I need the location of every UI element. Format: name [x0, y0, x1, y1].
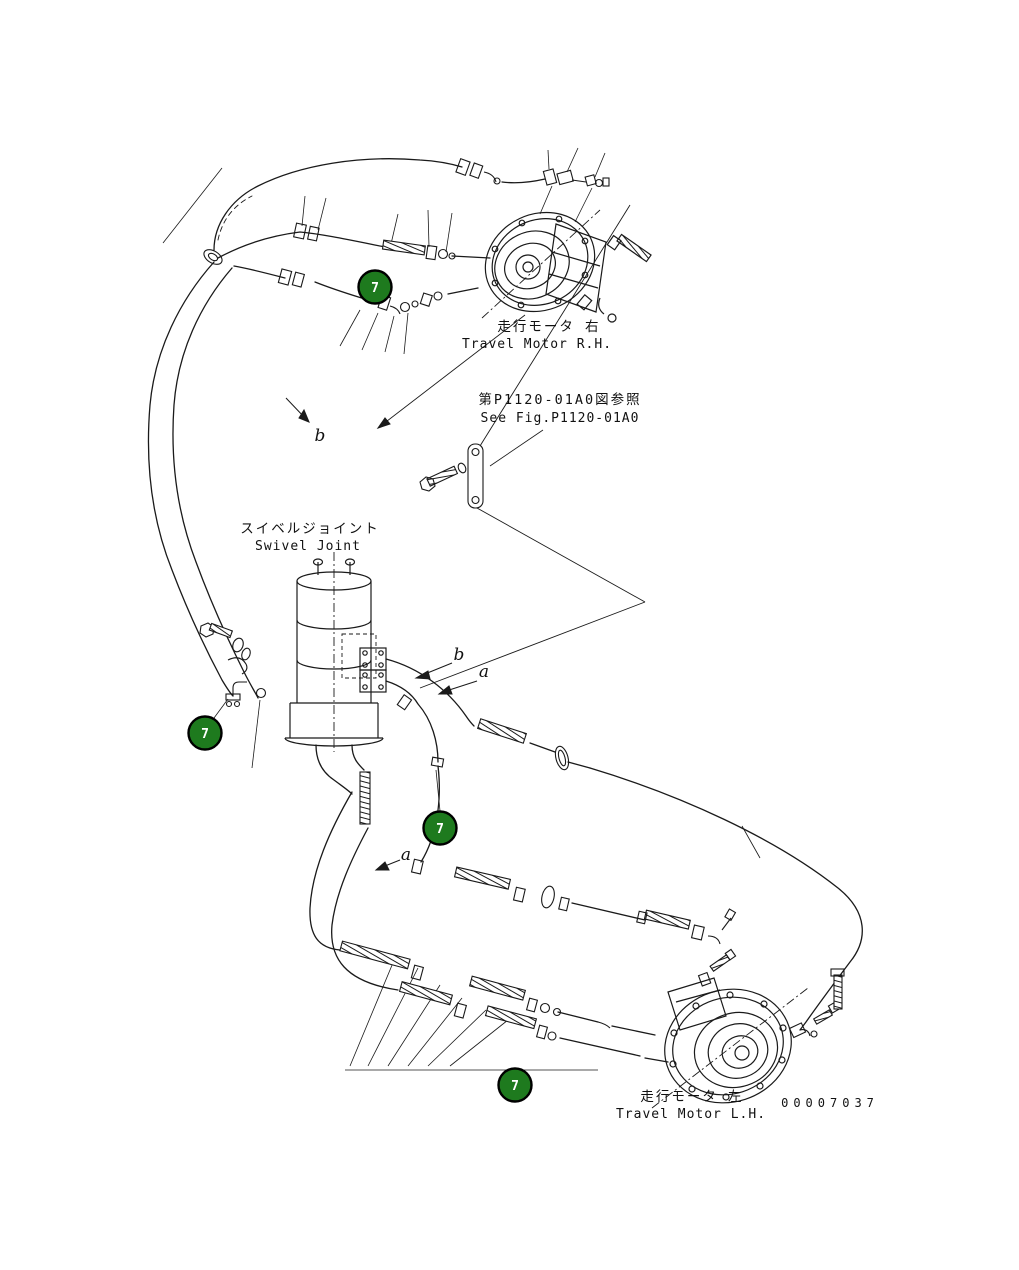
- bolt-head: [419, 476, 436, 492]
- labels: 走行モータ 右 Travel Motor R.H. 第P1120-01A0図参照…: [240, 319, 879, 1122]
- label-travel-motor-rh-en: Travel Motor R.H.: [462, 337, 612, 352]
- label-swivel-joint-jp: スイベルジョイント: [240, 521, 380, 537]
- fittings-and-tubes: [199, 158, 845, 1041]
- hose-top-2: [217, 231, 386, 259]
- label-swivel-joint-en: Swivel Joint: [255, 539, 361, 554]
- flow-marker-a-bottom: a: [401, 845, 411, 865]
- drawing-number: 00007037: [781, 1096, 879, 1110]
- hose-swivel-to-curve: [385, 658, 475, 727]
- label-travel-motor-rh-jp: 走行モータ 右: [497, 319, 600, 335]
- callout-2[interactable]: 7: [187, 715, 223, 751]
- callout-1-number: 7: [371, 281, 379, 296]
- callout-1[interactable]: 7: [357, 269, 393, 305]
- label-travel-motor-lh-en: Travel Motor L.H.: [616, 1107, 766, 1122]
- hose-bottom-curve-b: [331, 827, 399, 991]
- callout-4[interactable]: 7: [497, 1067, 533, 1103]
- travel-motor-rh: [484, 211, 652, 323]
- hose-swivel-elbow: [385, 680, 439, 763]
- hose-left-inner: [172, 267, 259, 699]
- hose-big-right-curve: [589, 767, 863, 1031]
- flow-marker-a-mid: a: [479, 662, 489, 682]
- label-see-fig-jp: 第P1120-01A0図参照: [478, 391, 641, 408]
- elbow-fitting: [232, 681, 247, 696]
- flow-marker-b-mid: b: [454, 645, 465, 665]
- callout-3[interactable]: 7: [422, 810, 458, 846]
- flow-marker-b-top: b: [315, 426, 326, 446]
- hydraulic-hoses: [147, 158, 863, 1063]
- flow-arrows: [285, 397, 478, 871]
- travel-motor-lh: [664, 977, 792, 1104]
- strap-plate: [467, 443, 484, 509]
- bolt-head: [199, 622, 215, 638]
- callout-4-number: 7: [511, 1079, 519, 1094]
- hose-top-1-dashed: [217, 195, 253, 241]
- hose-left-outer: [147, 261, 234, 697]
- hose-bottom-curve-a: [309, 791, 353, 951]
- callout-2-number: 7: [201, 727, 209, 742]
- hose-top-1: [213, 158, 463, 251]
- callout-3-number: 7: [436, 822, 444, 837]
- label-see-fig-en: See Fig.P1120-01A0: [481, 411, 640, 426]
- swivel-joint: [284, 558, 387, 747]
- callouts: 7 7 7 7: [187, 269, 533, 1103]
- leader-lines: [162, 147, 761, 1071]
- label-travel-motor-lh-jp: 走行モータ 左: [640, 1089, 743, 1105]
- hose-top-1b: [501, 178, 546, 184]
